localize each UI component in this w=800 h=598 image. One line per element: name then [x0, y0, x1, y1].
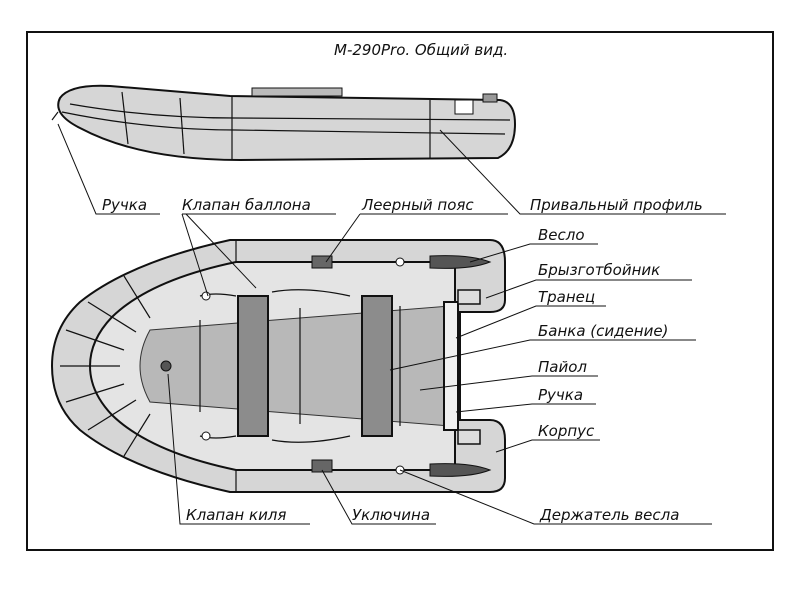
- label-handle-top: Ручка: [102, 196, 147, 214]
- label-tube-valve: Клапан баллона: [182, 196, 311, 214]
- label-oarlock: Уключина: [352, 506, 430, 524]
- label-handle-stern: Ручка: [538, 386, 583, 404]
- top-view: [50, 239, 506, 493]
- label-rub-strake: Привальный профиль: [530, 196, 703, 214]
- label-oar: Весло: [538, 226, 585, 244]
- side-view: [51, 84, 517, 162]
- leader-lines: [57, 123, 726, 525]
- label-hull: Корпус: [538, 422, 595, 440]
- label-keel-valve: Клапан киля: [186, 506, 286, 524]
- label-seat: Банка (сидение): [538, 322, 668, 340]
- label-lifeline: Леерный пояс: [361, 196, 474, 214]
- label-splash-guard: Брызготбойник: [538, 261, 660, 279]
- callout-labels: Ручка Клапан баллона Леерный пояс Привал…: [102, 196, 703, 524]
- diagram-title: М-290Pro. Общий вид.: [334, 41, 508, 59]
- label-transom: Транец: [538, 288, 595, 306]
- label-floor: Пайол: [538, 358, 587, 376]
- drawing-frame: [26, 31, 774, 551]
- label-oar-holder: Держатель весла: [539, 506, 679, 524]
